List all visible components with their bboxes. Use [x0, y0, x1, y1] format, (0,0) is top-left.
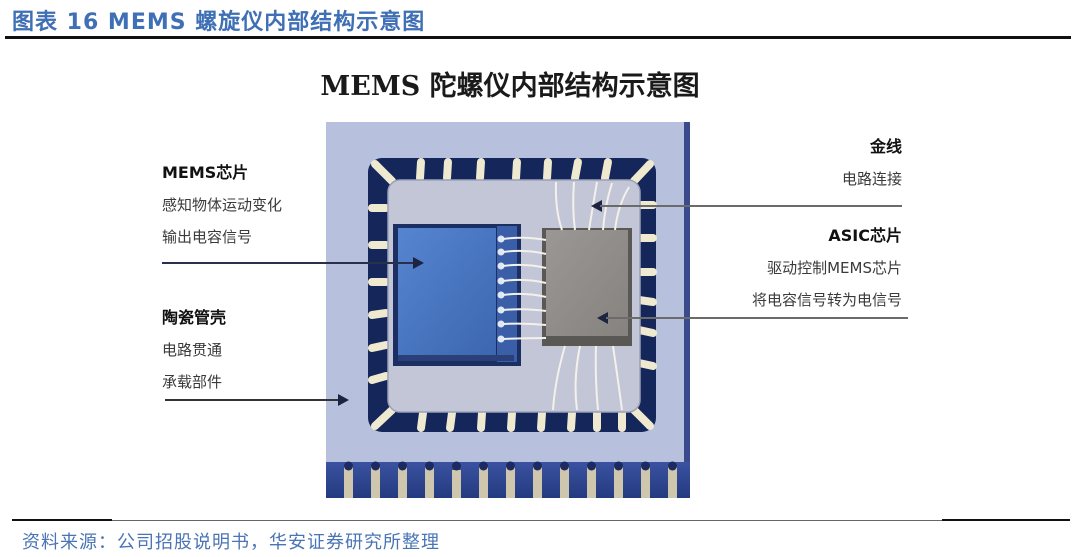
label-mems-chip-line-1: 感知物体运动变化: [162, 196, 283, 214]
label-ceramic-package-line-2: 承载部件: [162, 373, 223, 391]
arrow-asic-chip: [606, 317, 908, 319]
label-mems-chip-head: MEMS芯片: [162, 163, 249, 182]
label-ceramic-package-line-1: 电路贯通: [162, 341, 223, 359]
arrow-head-right-icon: [338, 394, 349, 406]
arrow-gold-wire: [600, 205, 902, 207]
label-asic-chip-line-2: 将电容信号转为电信号: [751, 291, 902, 309]
label-ceramic-package-head: 陶瓷管壳: [162, 308, 227, 327]
label-asic-chip-head: ASIC芯片: [828, 226, 902, 245]
label-gold-wire-line-1: 电路连接: [841, 170, 902, 188]
figure-title: 图表 16 MEMS 螺旋仪内部结构示意图: [12, 10, 426, 35]
bottom-rule: [12, 519, 112, 521]
source-note: 资料来源：公司招股说明书，华安证券研究所整理: [22, 532, 440, 553]
label-mems-chip: MEMS芯片 感知物体运动变化 输出电容信号: [162, 157, 282, 253]
label-gold-wire-head: 金线: [869, 137, 902, 156]
arrow-ceramic-package: [165, 399, 340, 401]
asic-chip: [542, 228, 632, 346]
bottom-rule: [112, 520, 942, 521]
bottom-rule: [942, 519, 1070, 521]
mems-chip: [393, 224, 521, 366]
arrow-head-right-icon: [413, 257, 424, 269]
label-gold-wire: 金线 电路连接: [842, 131, 902, 195]
label-ceramic-package: 陶瓷管壳 电路贯通 承载部件: [162, 302, 226, 398]
top-rule: [5, 36, 1071, 39]
label-asic-chip: ASIC芯片 驱动控制MEMS芯片 将电容信号转为电信号: [752, 220, 902, 316]
gold-wires: [502, 181, 630, 411]
arrow-head-left-icon: [597, 312, 608, 324]
arrow-head-left-icon: [591, 200, 602, 212]
label-asic-chip-line-1: 驱动控制MEMS芯片: [767, 259, 902, 277]
arrow-mems-chip: [162, 262, 415, 264]
label-mems-chip-line-2: 输出电容信号: [162, 228, 253, 246]
diagram-title: MEMS 陀螺仪内部结构示意图: [320, 71, 700, 102]
